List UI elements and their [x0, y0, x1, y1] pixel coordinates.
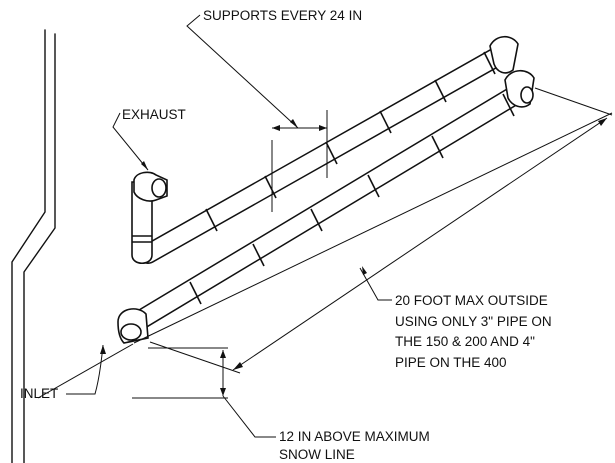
exhaust-pipe	[131, 35, 519, 265]
snow-line-label-2: SNOW LINE	[279, 447, 355, 462]
max-length-line-3: THE 150 & 200 AND 4"	[395, 334, 535, 349]
inlet-label: INLET	[20, 386, 58, 401]
building-wall	[11, 29, 56, 463]
max-length-line-1: 20 FOOT MAX OUTSIDE	[395, 293, 548, 308]
max-length-line-2: USING ONLY 3" PIPE ON	[395, 314, 552, 329]
supports-label: SUPPORTS EVERY 24 IN	[203, 8, 362, 23]
max-length-line-4: PIPE ON THE 400	[395, 355, 507, 370]
snow-line-label-1: 12 IN ABOVE MAXIMUM	[279, 429, 430, 444]
snow-line-dimension	[132, 347, 228, 399]
inlet-pipe	[117, 69, 535, 344]
support-bracket	[271, 110, 328, 212]
leader-lines	[66, 14, 392, 438]
length-dimension	[37, 87, 613, 399]
exhaust-label: EXHAUST	[122, 107, 186, 122]
